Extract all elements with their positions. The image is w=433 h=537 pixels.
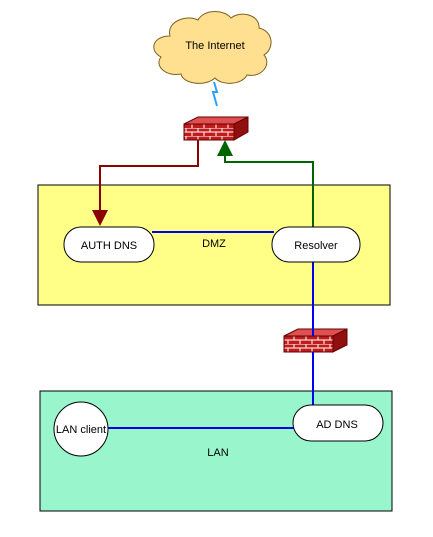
inbound-arrow [92, 140, 199, 226]
resolver-node: Resolver [271, 226, 361, 263]
internet-label: The Internet [185, 40, 244, 52]
wan-link-icon [211, 81, 219, 107]
auth-dns-label: AUTH DNS [81, 240, 137, 252]
outbound-arrow [217, 140, 314, 228]
lan-client-label: LAN client [56, 424, 106, 436]
firewall-icon [283, 328, 348, 353]
lan-label: LAN [207, 447, 228, 459]
firewall-icon [183, 116, 249, 141]
ad-dns-node: AD DNS [292, 404, 384, 442]
resolver-label: Resolver [294, 240, 338, 252]
ad-dns-label: AD DNS [316, 419, 358, 431]
internet-cloud: The Internet [153, 11, 272, 84]
auth-dns-node: AUTH DNS [63, 226, 155, 263]
dmz-label: DMZ [202, 238, 226, 250]
lan-client-node: LAN client [53, 401, 109, 457]
